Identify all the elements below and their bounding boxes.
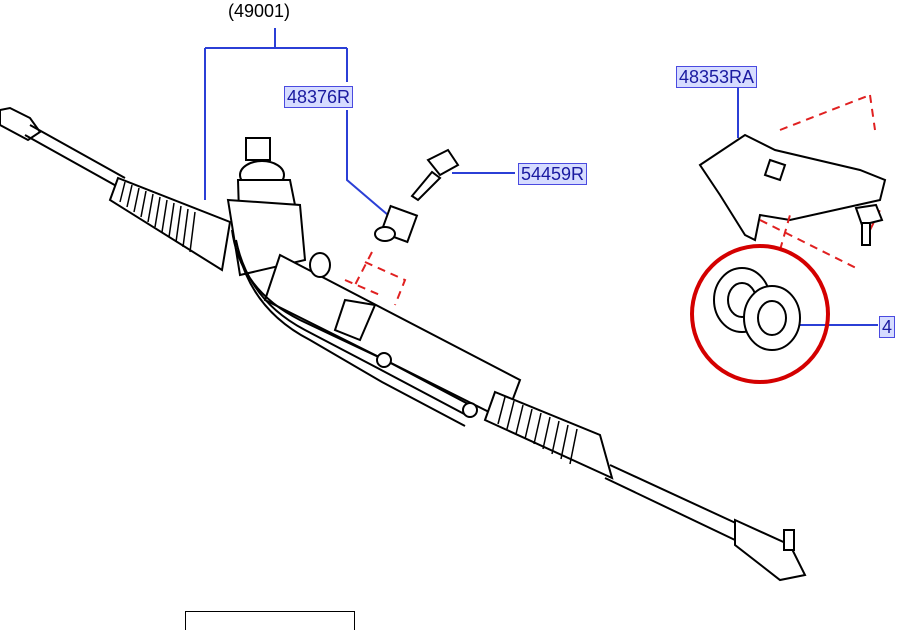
rack-tube (263, 252, 522, 422)
tie-rod-left (0, 106, 126, 189)
bushing-48376R-drawing (374, 204, 419, 244)
part-label-partial[interactable]: 4 (879, 316, 896, 338)
bolt-54459R-drawing (410, 148, 460, 202)
bolt-right-drawing (854, 203, 884, 246)
part-label-48353RA[interactable]: 48353RA (676, 66, 758, 88)
dashed-guide-left (344, 251, 407, 306)
bracket-48353RA-drawing (698, 133, 887, 242)
empty-text-box (185, 611, 355, 630)
hydraulic-lines (231, 229, 478, 427)
part-label-48376R[interactable]: 48376R (284, 86, 354, 108)
assembly-bracket (204, 28, 348, 200)
part-label-54459R[interactable]: 54459R (518, 163, 588, 185)
assembly-number-label: (49001) (228, 1, 291, 21)
tie-rod-right (604, 464, 807, 582)
highlighted-bushing (690, 244, 830, 384)
leader-lines (346, 88, 878, 326)
boot-right (483, 390, 614, 480)
boot-left (108, 176, 232, 272)
